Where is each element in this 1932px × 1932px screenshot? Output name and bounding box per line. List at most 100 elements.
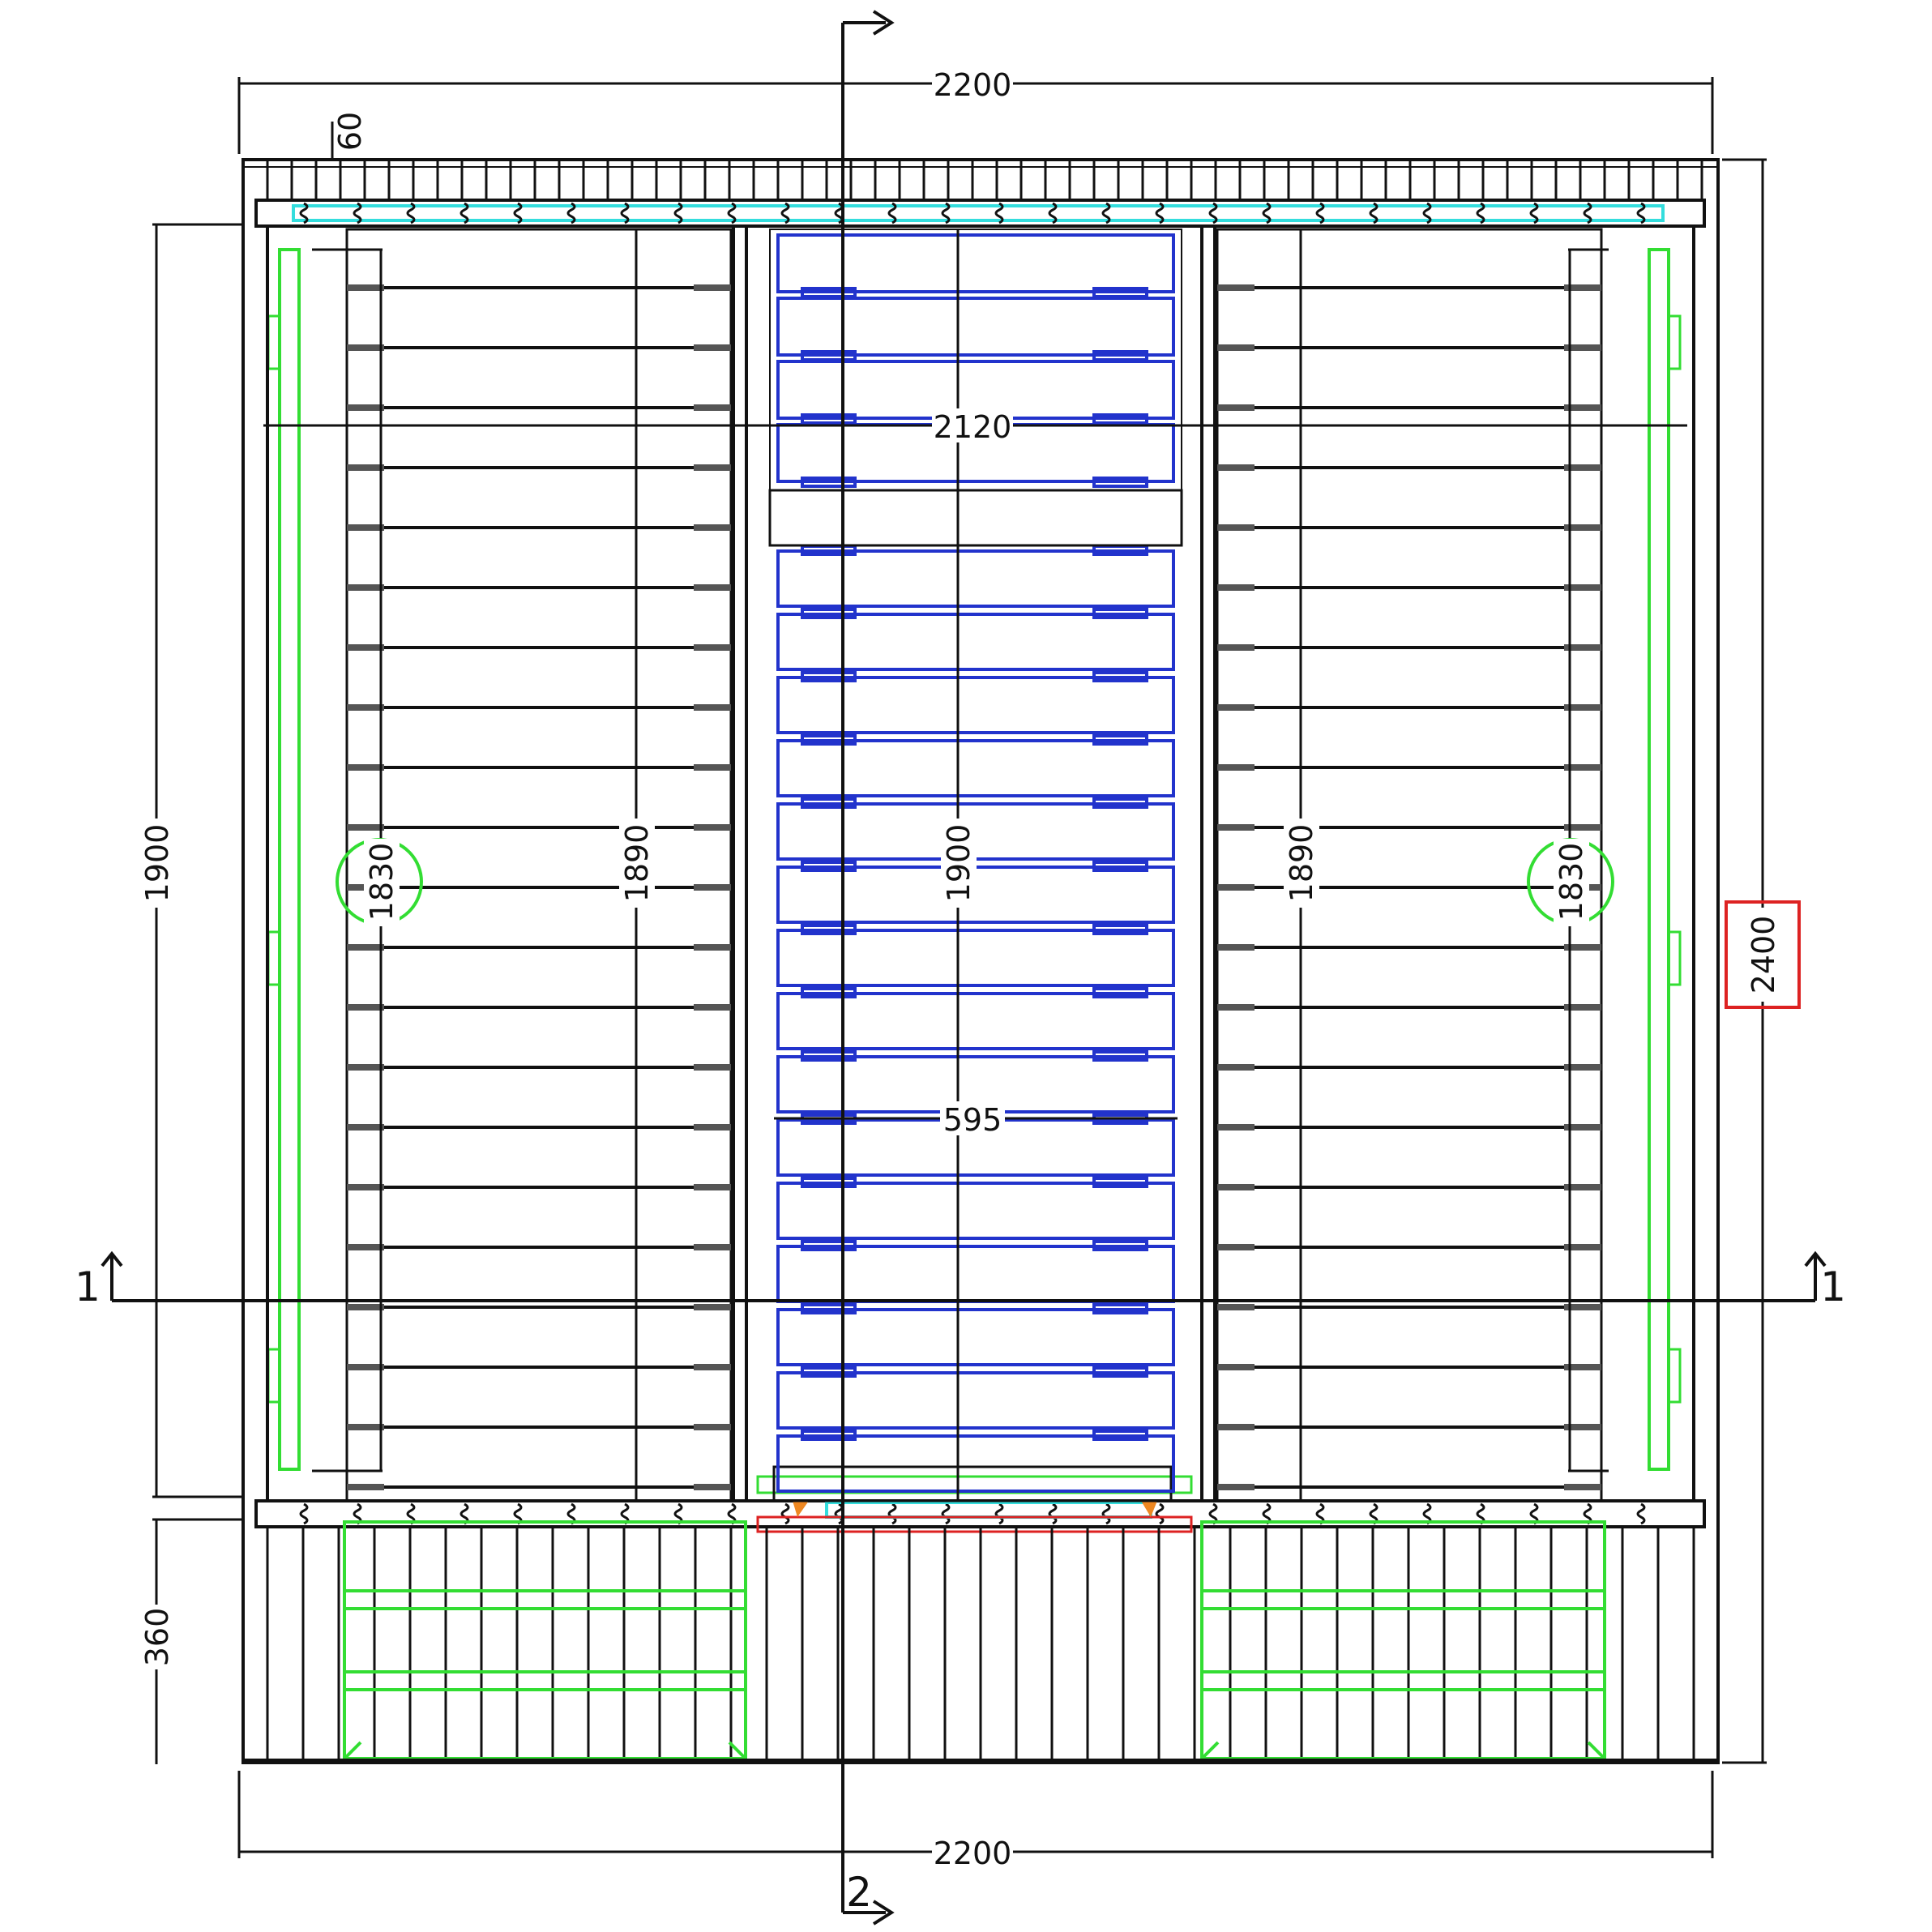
slat-end xyxy=(347,1064,384,1071)
board-clip xyxy=(801,1050,857,1062)
beam-spring xyxy=(1369,202,1378,224)
beam-spring xyxy=(887,1502,897,1525)
left-wall-green-tab-1 xyxy=(267,314,281,370)
board-clip xyxy=(801,671,857,682)
slat-end xyxy=(1564,1304,1601,1310)
slat-end xyxy=(347,944,384,951)
slat-end xyxy=(347,1124,384,1131)
top-slats xyxy=(266,160,1703,200)
board-clip xyxy=(801,924,857,935)
board-clip xyxy=(1092,987,1148,998)
bottom-center-frame xyxy=(772,1465,1173,1502)
board-clip xyxy=(1092,350,1148,361)
slat-end xyxy=(1217,1244,1255,1250)
left-wall-green-tab-3 xyxy=(267,1348,281,1404)
board-clip xyxy=(801,1366,857,1378)
slat-end xyxy=(347,644,384,651)
board-clip xyxy=(1092,1366,1148,1378)
slat-end xyxy=(1564,404,1601,411)
slat-end xyxy=(347,1304,384,1310)
slat-end xyxy=(1217,884,1255,891)
slat-end xyxy=(347,284,384,291)
slat-end xyxy=(1217,524,1255,531)
center-board xyxy=(776,1182,1175,1240)
dim-right-panel-height: 1890 xyxy=(1284,824,1319,903)
slat-end xyxy=(1217,1484,1255,1490)
slat-end xyxy=(1217,584,1255,591)
beam-spring xyxy=(353,202,362,224)
center-board xyxy=(776,1371,1175,1430)
slat-end xyxy=(1217,1364,1255,1370)
slat-end xyxy=(347,344,384,351)
dim-left-panel-height: 1890 xyxy=(619,824,655,903)
beam-spring xyxy=(941,202,951,224)
beam-spring xyxy=(1476,202,1485,224)
right-wall-green-tab-2 xyxy=(1667,930,1682,986)
slat-end xyxy=(694,824,731,831)
board-clip xyxy=(801,1430,857,1441)
board-clip xyxy=(1092,861,1148,872)
beam-spring xyxy=(994,202,1004,224)
board-clip xyxy=(1092,1177,1148,1188)
board-clip xyxy=(801,734,857,746)
board-clip xyxy=(801,287,857,298)
slat-end xyxy=(347,464,384,471)
dim-right-circle-height: 1830 xyxy=(1554,843,1589,921)
slat-end xyxy=(694,1304,731,1310)
board-clip xyxy=(1092,477,1148,488)
center-board xyxy=(776,233,1175,293)
board-clip xyxy=(801,1177,857,1188)
beam-spring xyxy=(1262,202,1272,224)
beam-spring xyxy=(513,202,523,224)
center-board xyxy=(776,676,1175,734)
lower-left-green-panel xyxy=(343,1520,747,1760)
dim-top-offset: 60 xyxy=(332,112,368,151)
slat-end xyxy=(1564,1124,1601,1131)
slat-end xyxy=(1564,644,1601,651)
slat-end xyxy=(1564,1184,1601,1190)
beam-spring xyxy=(299,1502,309,1525)
slat-end xyxy=(1564,944,1601,951)
right-bench-panel xyxy=(1216,228,1603,1502)
slat-end xyxy=(1217,944,1255,951)
slat-end xyxy=(347,1244,384,1250)
slat-end xyxy=(347,1364,384,1370)
beam-spring xyxy=(1208,202,1218,224)
beam-spring xyxy=(1155,1502,1165,1525)
slat-end xyxy=(1217,1124,1255,1131)
board-clip xyxy=(1092,413,1148,425)
slat-end xyxy=(1564,1064,1601,1071)
slat-end xyxy=(1217,404,1255,411)
left-bench-panel xyxy=(345,228,733,1502)
beam-spring xyxy=(1101,202,1111,224)
slat-end xyxy=(694,464,731,471)
center-board xyxy=(776,549,1175,608)
slat-end xyxy=(694,344,731,351)
beam-spring xyxy=(780,1502,790,1525)
center-board xyxy=(776,1308,1175,1366)
section-lines xyxy=(100,10,1827,1926)
board-clip xyxy=(1092,924,1148,935)
orange-marker-right xyxy=(1141,1501,1157,1517)
slat-end xyxy=(1564,764,1601,771)
slat-end xyxy=(694,1124,731,1131)
slat-end xyxy=(694,1004,731,1011)
beam-spring xyxy=(1636,202,1646,224)
slat-end xyxy=(1217,824,1255,831)
slat-end xyxy=(694,1424,731,1430)
structural-posts xyxy=(266,224,1695,1502)
beam-spring xyxy=(459,202,469,224)
slat-end xyxy=(1217,1064,1255,1071)
slat-end xyxy=(694,584,731,591)
board-clip xyxy=(801,350,857,361)
dim-left-lower-height: 360 xyxy=(139,1608,175,1667)
beam-spring xyxy=(994,1502,1004,1525)
beam-spring xyxy=(620,202,630,224)
slat-end xyxy=(1217,1304,1255,1310)
center-board xyxy=(776,613,1175,671)
dim-inner-width: 2120 xyxy=(934,409,1012,445)
slat-end xyxy=(1564,824,1601,831)
center-board xyxy=(776,1434,1175,1493)
center-upper-block-outline xyxy=(769,229,1182,546)
